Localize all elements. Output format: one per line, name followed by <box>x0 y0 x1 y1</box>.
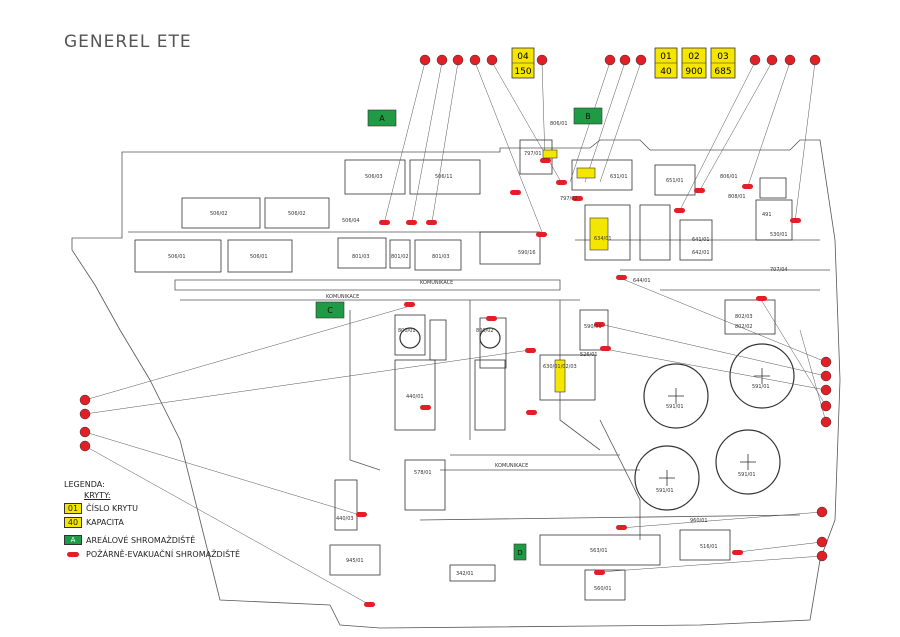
building-label: 578/01 <box>414 470 432 476</box>
legend-capacity-text: KAPACITA <box>86 517 124 527</box>
building-label: 591/01 <box>738 472 756 478</box>
building-label: 590/01 <box>584 324 602 330</box>
building-label: 800/02 <box>476 328 494 334</box>
capacity-value: 40 <box>660 67 672 77</box>
svg-text:B: B <box>585 112 591 121</box>
building-label: 506/03 <box>365 174 383 180</box>
legend-covers-label: KRYTY: <box>84 491 111 500</box>
building-label: 960/01 <box>690 518 708 524</box>
legend-row-number: 01 ČÍSLO KRYTU <box>64 502 284 514</box>
legend-number-text: ČÍSLO KRYTU <box>86 503 138 513</box>
capacity-value: 900 <box>685 67 702 77</box>
road-label: KOMUNIKACE <box>326 294 359 300</box>
building-label: 644/01 <box>633 278 651 284</box>
building-label: 797/02 <box>560 196 578 202</box>
assembly-point-a: A <box>367 109 397 127</box>
building-label: 707/04 <box>770 267 788 273</box>
legend-number-sample: 01 <box>64 502 82 514</box>
legend: LEGENDA: KRYTY: 01 ČÍSLO KRYTU 40 KAPACI… <box>64 480 284 560</box>
legend-title: LEGENDA: <box>64 480 105 489</box>
legend-capacity-sample: 40 <box>64 516 82 528</box>
capacity-number: 04 <box>517 52 529 62</box>
building-label: 642/01 <box>692 250 710 256</box>
building-label: 806/01 <box>720 174 738 180</box>
building-label: 506/02 <box>288 211 306 217</box>
building-label: 797/01 <box>524 151 542 157</box>
building-label: 801/03 <box>352 254 370 260</box>
capacity-number: 02 <box>688 52 699 62</box>
assembly-point-d: D <box>513 543 527 561</box>
road-label: KOMUNIKACE <box>420 280 453 286</box>
building-label: 506/11 <box>435 174 453 180</box>
road-label: KOMUNIKACE <box>495 463 528 469</box>
capacity-value: 685 <box>714 67 731 77</box>
site-boundary <box>71 139 841 629</box>
building-label: 630/01/02/03 <box>543 364 577 370</box>
building-label: 590/16 <box>518 250 536 256</box>
building-label: 641/01 <box>692 237 710 243</box>
capacity-box-2: 01 40 <box>654 47 678 79</box>
building-label: 560/01 <box>594 586 612 592</box>
building-label: 651/01 <box>666 178 684 184</box>
building-label: 491 <box>762 212 772 218</box>
legend-row-assembly: A AREÁLOVÉ SHROMAŽDIŠTĚ <box>64 534 284 546</box>
building-label: 506/01 <box>168 254 186 260</box>
building-label: 530/01 <box>770 232 788 238</box>
capacity-box-1: 04 150 <box>511 47 535 79</box>
building-label: 801/02 <box>391 254 409 260</box>
building-label: 563/01 <box>590 548 608 554</box>
svg-text:A: A <box>379 114 385 123</box>
building-label: 516/01 <box>700 544 718 550</box>
building-label: 945/01 <box>346 558 364 564</box>
building-label: 506/04 <box>342 218 360 224</box>
assembly-point-b: B <box>573 107 603 125</box>
building-label: 440/03 <box>336 516 354 522</box>
building-label: 506/01 <box>250 254 268 260</box>
building-label: 526/01 <box>580 352 598 358</box>
building-label: 591/01 <box>752 384 770 390</box>
building-label: 806/01 <box>550 121 568 127</box>
building-label: 802/03 <box>735 314 753 320</box>
legend-assembly-sample: A <box>64 535 82 545</box>
capacity-number: 01 <box>660 52 671 62</box>
assembly-point-c: C <box>315 301 345 319</box>
svg-text:D: D <box>517 549 522 557</box>
building-label: 506/02 <box>210 211 228 217</box>
building-label: 808/01 <box>728 194 746 200</box>
building-label: 634/01 <box>594 236 612 242</box>
capacity-value: 150 <box>514 67 531 77</box>
legend-row-evacuation: POŽÁRNĚ-EVAKUAČNÍ SHROMAŽDIŠTĚ <box>64 548 284 560</box>
building-label: 800/01 <box>398 328 416 334</box>
building-label: 591/01 <box>666 404 684 410</box>
svg-text:C: C <box>327 306 333 315</box>
building-label: 342/01 <box>456 571 474 577</box>
legend-assembly-text: AREÁLOVÉ SHROMAŽDIŠTĚ <box>86 535 196 545</box>
map-title: GENEREL ETE <box>64 32 192 52</box>
building-label: 591/01 <box>656 488 674 494</box>
legend-evacuation-text: POŽÁRNĚ-EVAKUAČNÍ SHROMAŽDIŠTĚ <box>86 549 241 559</box>
capacity-box-3: 02 900 <box>681 47 707 79</box>
building-label: 801/03 <box>432 254 450 260</box>
building-label: 440/01 <box>406 394 424 400</box>
building-label: 631/01 <box>610 174 628 180</box>
capacity-box-4: 03 685 <box>710 47 736 79</box>
legend-evacuation-icon <box>67 551 79 557</box>
legend-row-capacity: 40 KAPACITA <box>64 516 284 528</box>
building-label: 802/02 <box>735 324 753 330</box>
capacity-number: 03 <box>717 52 728 62</box>
